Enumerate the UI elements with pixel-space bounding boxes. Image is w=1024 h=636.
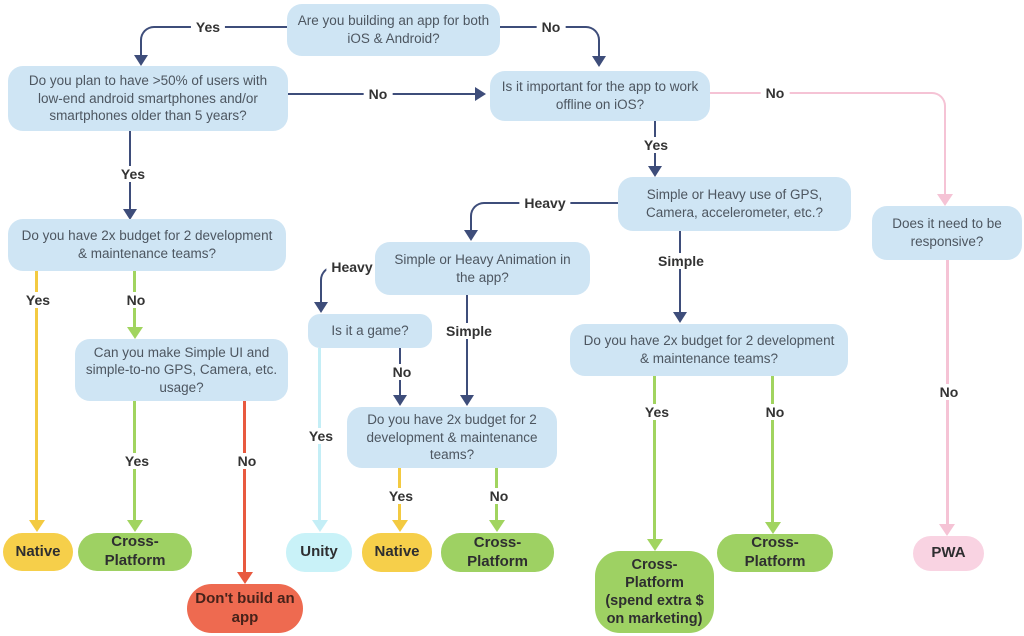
edge-root-yes-arrowhead (134, 55, 148, 66)
edge-label-animation-heavy: Heavy (326, 259, 378, 275)
edge-root-no-arrowhead (592, 56, 606, 67)
edge-gps-heavy-arrowhead (464, 230, 478, 241)
decision-budget-right: Do you have 2x budget for 2 development … (570, 324, 848, 376)
terminal-native-left: Native (3, 533, 73, 571)
terminal-cross-platform-mid: Cross-Platform (441, 533, 554, 572)
edge-label-game-no: No (387, 364, 417, 380)
edge-animation-simple-arrowhead (460, 395, 474, 406)
terminal-dont-build: Don't build an app (187, 584, 303, 633)
decision-budget-mid: Do you have 2x budget for 2 development … (347, 407, 557, 468)
terminal-pwa: PWA (913, 536, 984, 571)
edge-lowend-yes-arrowhead (123, 209, 137, 220)
edge-label-game-yes: Yes (303, 428, 339, 444)
decision-gps-usage: Simple or Heavy use of GPS, Camera, acce… (618, 177, 851, 231)
edge-label-offline-no: No (760, 85, 790, 101)
edge-gps-simple-segment (679, 231, 681, 313)
decision-animation: Simple or Heavy Animation in the app? (375, 242, 590, 295)
edge-label-animation-simple: Simple (441, 323, 497, 339)
edge-label-budget-right-yes: Yes (639, 404, 675, 420)
edge-simple-ui-no-segment (243, 401, 246, 572)
edge-animation-simple-segment (466, 295, 468, 395)
decision-both-platforms: Are you building an app for both iOS & A… (287, 4, 500, 56)
edge-offline-no-elbow (928, 92, 946, 110)
edge-label-responsive-no: No (934, 384, 964, 400)
edge-label-budget-right-no: No (760, 404, 790, 420)
edge-budget-left-no-arrowhead (127, 327, 143, 339)
edge-label-simple-ui-no: No (232, 453, 262, 469)
edge-animation-heavy-arrowhead (314, 302, 328, 313)
edge-budget-right-no-segment (771, 376, 774, 522)
decision-offline-ios: Is it important for the app to work offl… (490, 71, 710, 121)
edge-simple-ui-no-arrowhead (237, 572, 253, 584)
edge-label-simple-ui-yes: Yes (119, 453, 155, 469)
decision-budget-left: Do you have 2x budget for 2 development … (8, 219, 286, 271)
edge-animation-heavy-segment (320, 281, 322, 303)
edge-game-yes-arrowhead (312, 520, 328, 532)
edge-budget-right-yes-segment (653, 376, 656, 539)
edge-root-yes-elbow (140, 26, 158, 44)
terminal-native-mid: Native (362, 533, 432, 572)
decision-lowend-users: Do you plan to have >50% of users with l… (8, 66, 288, 131)
edge-root-no-elbow (582, 26, 600, 44)
edge-simple-ui-yes-arrowhead (127, 520, 143, 532)
edge-label-gps-simple: Simple (653, 253, 709, 269)
edge-offline-no-segment (710, 92, 930, 94)
edge-budget-left-yes-arrowhead (29, 520, 45, 532)
edge-label-root-yes: Yes (190, 19, 226, 35)
terminal-cross-platform-left: Cross-Platform (78, 533, 192, 571)
edge-label-budget-left-yes: Yes (20, 292, 56, 308)
edge-label-gps-heavy: Heavy (519, 195, 571, 211)
edge-budget-right-yes-arrowhead (647, 539, 663, 551)
edge-label-lowend-no: No (363, 86, 393, 102)
terminal-unity: Unity (286, 533, 352, 572)
edge-budget-right-no-arrowhead (765, 522, 781, 534)
edge-label-root-no: No (536, 19, 566, 35)
edge-budget-mid-no-arrowhead (489, 520, 505, 532)
edge-budget-left-yes-segment (35, 271, 38, 520)
edge-root-yes-segment (140, 43, 142, 56)
terminal-cross-platform-marketing: Cross-Platform (spend extra $ on marketi… (595, 551, 714, 633)
edge-label-budget-left-no: No (121, 292, 151, 308)
edge-game-no-arrowhead (393, 395, 407, 406)
edge-responsive-no-arrowhead (939, 524, 955, 536)
edge-offline-no-segment (944, 109, 946, 195)
decision-is-game: Is it a game? (308, 314, 432, 348)
terminal-cross-platform-right: Cross-Platform (717, 534, 833, 572)
edge-offline-no-arrowhead (937, 194, 953, 206)
edge-gps-heavy-elbow (470, 202, 488, 220)
edge-label-offline-yes: Yes (638, 137, 674, 153)
decision-simple-ui: Can you make Simple UI and simple-to-no … (75, 339, 288, 401)
edge-budget-mid-yes-arrowhead (392, 520, 408, 532)
edge-label-lowend-yes: Yes (115, 166, 151, 182)
edge-gps-simple-arrowhead (673, 312, 687, 323)
edge-root-no-segment (598, 43, 600, 56)
edge-gps-heavy-segment (470, 219, 472, 231)
edge-label-budget-mid-no: No (484, 488, 514, 504)
decision-responsive: Does it need to be responsive? (872, 206, 1022, 260)
edge-label-budget-mid-yes: Yes (383, 488, 419, 504)
edge-lowend-no-arrowhead (475, 87, 486, 101)
edge-offline-yes-arrowhead (648, 166, 662, 177)
